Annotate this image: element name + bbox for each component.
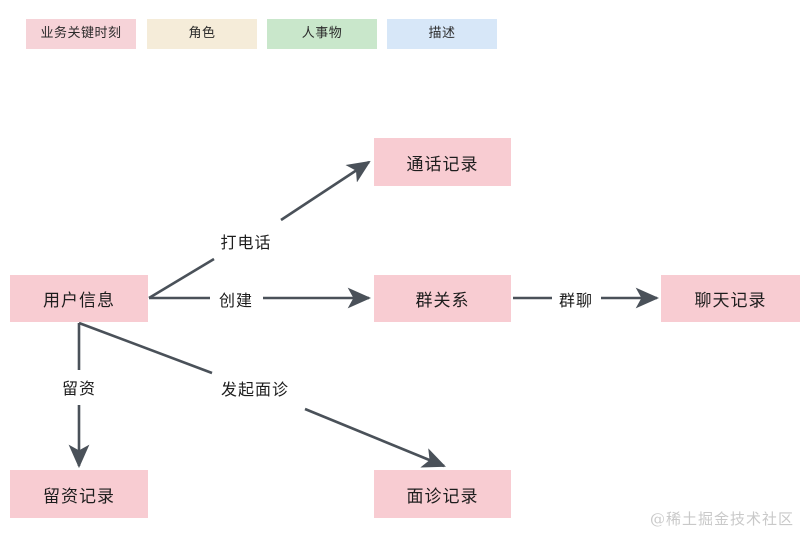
- edge-label-lead: 留资: [56, 375, 102, 399]
- node-lead-record[interactable]: 留资记录: [10, 470, 148, 518]
- legend-chip-label: 人事物: [301, 26, 343, 41]
- node-label: 群关系: [415, 291, 470, 311]
- legend-chip-description[interactable]: 描述: [387, 19, 497, 49]
- node-call-record[interactable]: 通话记录: [374, 138, 511, 186]
- watermark: @稀土掘金技术社区: [649, 510, 794, 528]
- edge-visit: [78, 321, 446, 468]
- node-visit-record[interactable]: 面诊记录: [374, 470, 511, 518]
- legend-chip-label: 描述: [428, 26, 456, 41]
- edge-label-visit: 发起面诊: [215, 376, 295, 400]
- legend-chip-role[interactable]: 角色: [147, 19, 257, 49]
- edge-call: [148, 160, 371, 300]
- node-group-relation[interactable]: 群关系: [374, 275, 511, 322]
- legend-chip-label: 业务关键时刻: [40, 26, 122, 41]
- node-user-info[interactable]: 用户信息: [10, 275, 148, 322]
- node-label: 用户信息: [43, 291, 115, 311]
- edge-label-create: 创建: [213, 287, 259, 311]
- legend-chip-label: 角色: [188, 26, 216, 41]
- edge-label-call: 打电话: [215, 229, 277, 253]
- node-label: 通话记录: [406, 154, 479, 175]
- legend-chip-business-moment[interactable]: 业务关键时刻: [26, 19, 136, 49]
- node-label: 聊天记录: [694, 291, 767, 311]
- node-chat-record[interactable]: 聊天记录: [661, 275, 800, 322]
- node-label: 留资记录: [43, 486, 115, 507]
- edge-label-groupchat: 群聊: [553, 287, 599, 311]
- node-label: 面诊记录: [406, 486, 479, 507]
- legend-chip-person-thing[interactable]: 人事物: [267, 19, 377, 49]
